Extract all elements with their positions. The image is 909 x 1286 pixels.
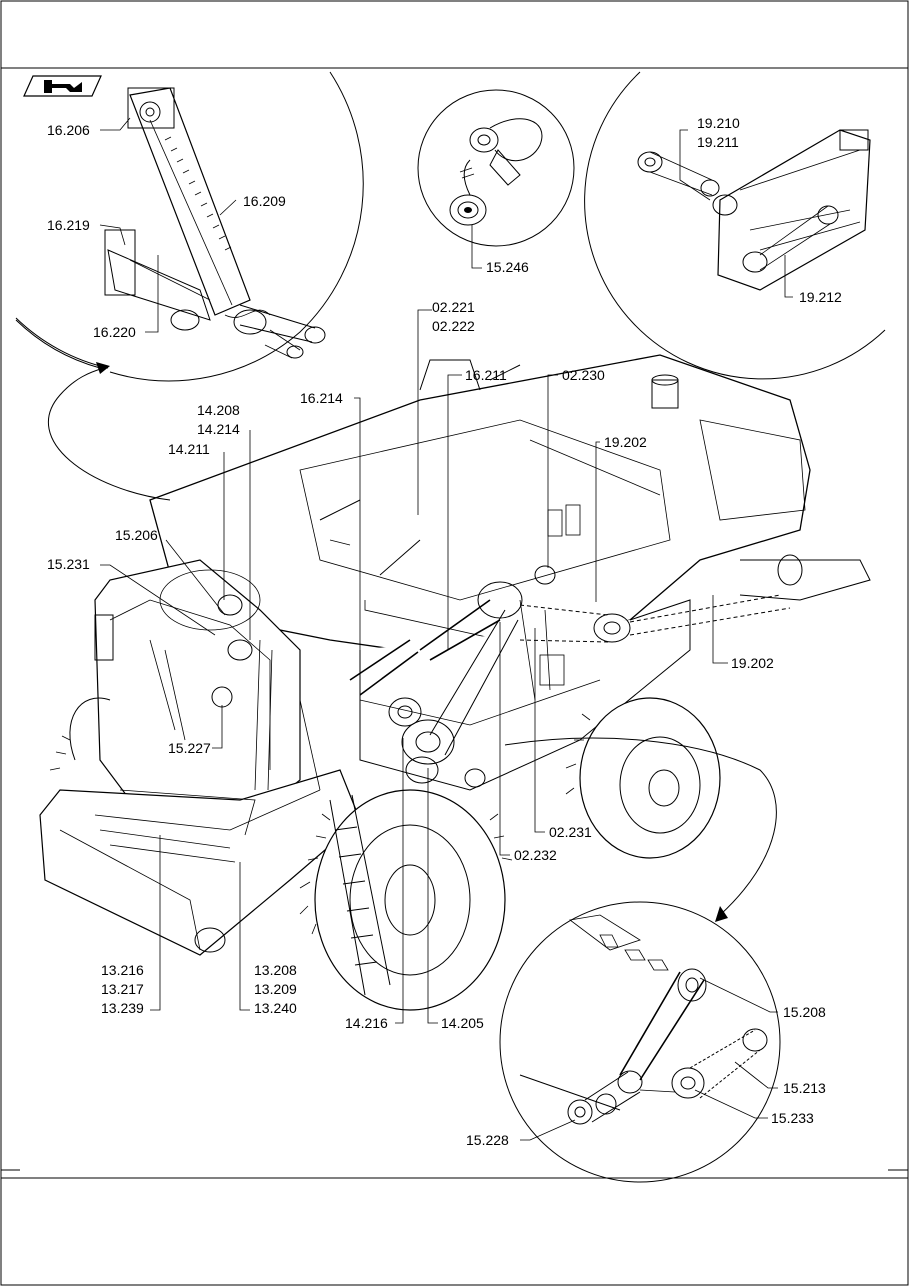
- callout-16-220: 16.220: [93, 324, 136, 340]
- callout-13-240: 13.240: [254, 1000, 297, 1016]
- callout-leaders: [99, 117, 793, 1141]
- combine-harvester-body: [39, 354, 871, 1011]
- callout-15-231: 15.231: [47, 556, 90, 572]
- callout-14-208: 14.208: [197, 402, 240, 418]
- callout-16-219: 16.219: [47, 217, 90, 233]
- callout-19-211: 19.211: [697, 134, 739, 150]
- callout-14-205: 14.205: [441, 1015, 484, 1031]
- callout-15-227: 15.227: [168, 740, 211, 756]
- callout-02-222: 02.222: [432, 318, 475, 334]
- callout-15-228: 15.228: [466, 1132, 509, 1148]
- callout-02-221: 02.221: [432, 299, 475, 315]
- callout-13-208: 13.208: [254, 962, 297, 978]
- callout-02-232: 02.232: [514, 847, 557, 863]
- callout-02-230: 02.230: [562, 367, 605, 383]
- callout-15-208: 15.208: [783, 1004, 826, 1020]
- callout-15-213: 15.213: [783, 1080, 826, 1096]
- transition-arrows: [47, 362, 777, 922]
- detail-circle-spreader: [584, 71, 886, 380]
- callout-19-212: 19.212: [799, 289, 842, 305]
- callout-16-206: 16.206: [47, 122, 90, 138]
- callout-16-214: 16.214: [300, 390, 343, 406]
- callout-19-210: 19.210: [697, 115, 740, 131]
- callout-14-211: 14.211: [168, 441, 210, 457]
- callout-02-231: 02.231: [549, 824, 592, 840]
- callout-15-246: 15.246: [486, 259, 529, 275]
- callout-14-214: 14.214: [197, 421, 240, 437]
- detail-circle-drives: [499, 901, 781, 1183]
- detail-circle-pulley: [417, 89, 575, 247]
- callout-19-202-side: 19.202: [731, 655, 774, 671]
- callout-16-211: 16.211: [465, 367, 507, 383]
- callout-13-217: 13.217: [101, 981, 144, 997]
- callout-13-216: 13.216: [101, 962, 144, 978]
- callout-labels: 16.206 16.209 16.219 16.220 15.246 19.21…: [47, 115, 842, 1148]
- callout-16-209: 16.209: [243, 193, 286, 209]
- callout-15-206: 15.206: [115, 527, 158, 543]
- detail-circle-elevator: [15, 71, 364, 382]
- callout-19-202-top: 19.202: [604, 434, 647, 450]
- callout-13-209: 13.209: [254, 981, 297, 997]
- callout-13-239: 13.239: [101, 1000, 144, 1016]
- arrow-down-right-icon[interactable]: [23, 75, 102, 97]
- callout-14-216: 14.216: [345, 1015, 388, 1031]
- callout-15-233: 15.233: [771, 1110, 814, 1126]
